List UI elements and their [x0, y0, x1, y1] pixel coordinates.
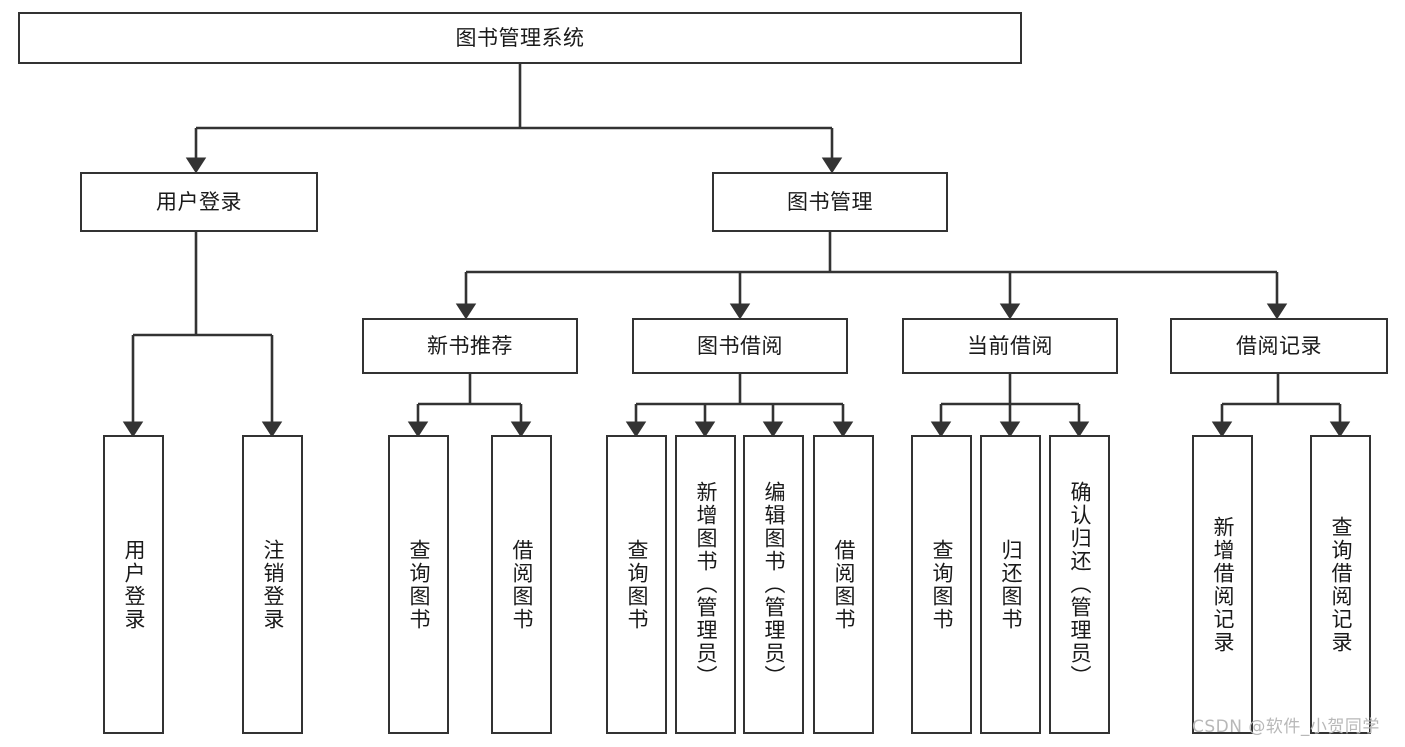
node-root[interactable]: 图书管理系统 — [18, 12, 1022, 64]
node-leaf-user-login-label: 用户登录 — [122, 538, 146, 631]
node-leaf-confirm-return[interactable]: 确认归还（管理员） — [1049, 435, 1110, 734]
node-leaf-query-book-3[interactable]: 查询图书 — [911, 435, 972, 734]
node-leaf-add-borrow-record[interactable]: 新增借阅记录 — [1192, 435, 1253, 734]
node-new-book-recommend-label: 新书推荐 — [427, 333, 513, 358]
node-leaf-query-borrow-record-label: 查询借阅记录 — [1329, 515, 1353, 654]
node-user-login-label: 用户登录 — [156, 189, 242, 214]
node-leaf-borrow-book-2[interactable]: 借阅图书 — [813, 435, 874, 734]
node-book-management[interactable]: 图书管理 — [712, 172, 948, 232]
csdn-watermark: CSDN @软件_小贺同学 — [1192, 717, 1380, 737]
node-leaf-return-book-label: 归还图书 — [999, 538, 1023, 631]
node-current-borrow-label: 当前借阅 — [967, 333, 1053, 358]
node-leaf-add-book-label: 新增图书（管理员） — [694, 481, 718, 688]
node-leaf-query-book-1[interactable]: 查询图书 — [388, 435, 449, 734]
node-leaf-query-borrow-record[interactable]: 查询借阅记录 — [1310, 435, 1371, 734]
node-root-label: 图书管理系统 — [455, 25, 585, 50]
node-leaf-confirm-return-label: 确认归还（管理员） — [1068, 481, 1092, 688]
node-leaf-add-book[interactable]: 新增图书（管理员） — [675, 435, 736, 734]
node-leaf-edit-book[interactable]: 编辑图书（管理员） — [743, 435, 804, 734]
node-borrow-record-label: 借阅记录 — [1236, 333, 1322, 358]
node-leaf-query-book-1-label: 查询图书 — [407, 538, 431, 631]
node-new-book-recommend[interactable]: 新书推荐 — [362, 318, 578, 374]
node-leaf-query-book-3-label: 查询图书 — [930, 538, 954, 631]
node-leaf-logout-login-label: 注销登录 — [261, 538, 285, 631]
node-leaf-edit-book-label: 编辑图书（管理员） — [762, 481, 786, 688]
node-leaf-borrow-book-2-label: 借阅图书 — [832, 538, 856, 631]
node-book-borrow[interactable]: 图书借阅 — [632, 318, 848, 374]
node-leaf-query-book-2-label: 查询图书 — [625, 538, 649, 631]
node-leaf-borrow-book-1-label: 借阅图书 — [510, 538, 534, 631]
node-leaf-borrow-book-1[interactable]: 借阅图书 — [491, 435, 552, 734]
node-book-borrow-label: 图书借阅 — [697, 333, 783, 358]
node-leaf-add-borrow-record-label: 新增借阅记录 — [1211, 515, 1235, 654]
node-borrow-record[interactable]: 借阅记录 — [1170, 318, 1388, 374]
node-leaf-user-login[interactable]: 用户登录 — [103, 435, 164, 734]
node-leaf-query-book-2[interactable]: 查询图书 — [606, 435, 667, 734]
node-leaf-logout-login[interactable]: 注销登录 — [242, 435, 303, 734]
node-user-login[interactable]: 用户登录 — [80, 172, 318, 232]
node-current-borrow[interactable]: 当前借阅 — [902, 318, 1118, 374]
node-leaf-return-book[interactable]: 归还图书 — [980, 435, 1041, 734]
node-book-management-label: 图书管理 — [787, 189, 873, 214]
